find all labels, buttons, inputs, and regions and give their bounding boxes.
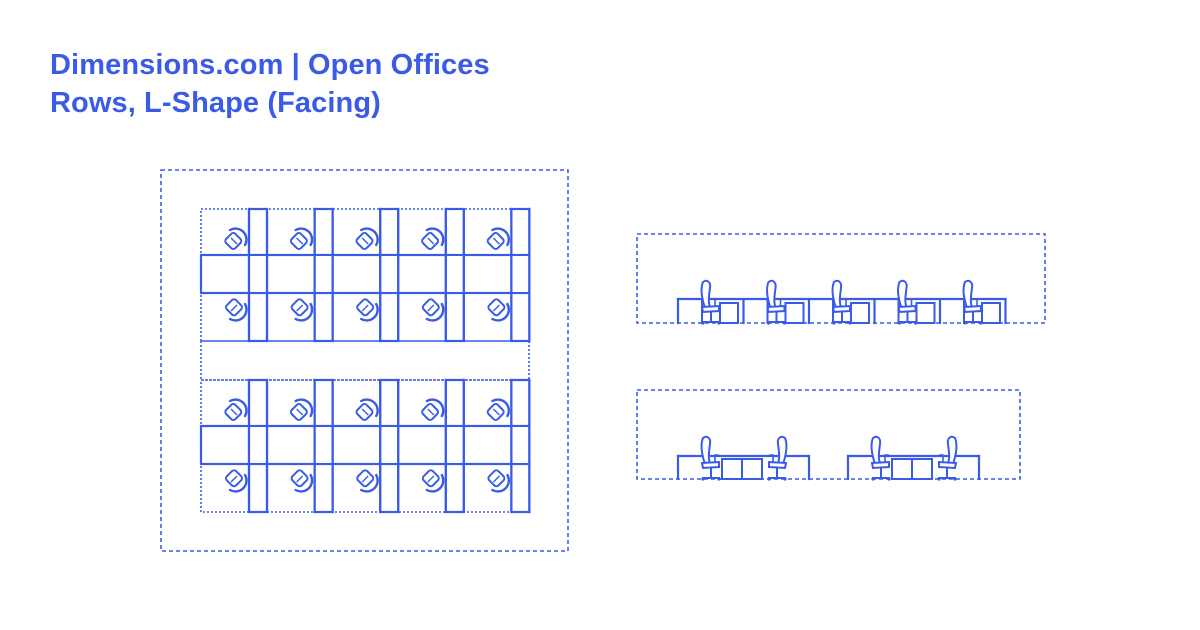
chair-top-icon <box>420 467 445 493</box>
elevation-long-row <box>636 233 1046 326</box>
chair-top-icon <box>354 467 379 493</box>
chair-side-icon <box>936 435 958 482</box>
panel-joint <box>381 427 398 463</box>
chair-top-icon <box>289 296 314 322</box>
chair-top-icon <box>223 467 248 493</box>
chair-top-icon <box>222 227 248 252</box>
elevation-short-boundary <box>636 389 1021 480</box>
panel-joint <box>446 427 463 463</box>
pedestal <box>915 302 936 324</box>
chair-top-icon <box>289 467 314 493</box>
workstation-group <box>199 378 531 514</box>
chair-side-icon <box>765 279 788 326</box>
panel-joint <box>512 256 529 292</box>
chair-side-icon <box>962 279 984 326</box>
chair-top-icon <box>485 398 511 423</box>
chair-top-icon <box>222 398 248 423</box>
workstation-group <box>199 207 531 343</box>
pedestal <box>721 458 743 480</box>
chair-top-icon <box>354 296 379 322</box>
pedestal <box>784 302 805 324</box>
chair-top-icon <box>354 227 379 252</box>
chair-top-icon <box>420 296 445 322</box>
chair-top-icon <box>223 296 248 322</box>
chair-side-icon <box>700 279 722 326</box>
elevation-short-row <box>636 389 1021 482</box>
chair-side-icon <box>870 435 892 482</box>
chair-side-icon <box>766 435 788 482</box>
panel-joint <box>315 427 332 463</box>
chair-top-icon <box>288 227 314 252</box>
chair-top-icon <box>419 398 445 423</box>
plan-outer-boundary <box>160 169 569 552</box>
pedestal <box>911 458 933 480</box>
chair-top-icon <box>486 296 511 322</box>
pedestal <box>981 302 1001 324</box>
pedestal <box>741 458 763 480</box>
desk-cluster <box>846 435 981 482</box>
page-title: Dimensions.com | Open Offices Rows, L-Sh… <box>50 46 490 122</box>
chair-side-icon <box>831 279 853 326</box>
pedestal <box>850 302 870 324</box>
title-line-2: Rows, L-Shape (Facing) <box>50 87 381 119</box>
chair-side-icon <box>700 435 722 482</box>
panel-joint <box>250 427 266 463</box>
desk-cluster <box>676 435 811 482</box>
plan-view <box>160 169 569 552</box>
panel-joint <box>446 256 463 292</box>
pedestal <box>891 458 913 480</box>
title-line-1: Dimensions.com | Open Offices <box>50 49 490 81</box>
pedestal <box>719 302 739 324</box>
chair-top-icon <box>288 398 314 423</box>
chair-top-icon <box>485 227 511 252</box>
panel-joint <box>381 256 398 292</box>
chair-top-icon <box>419 227 445 252</box>
aisle-boundary <box>200 340 530 381</box>
chair-side-icon <box>896 279 919 326</box>
panel-joint <box>315 256 332 292</box>
panel-joint <box>250 256 266 292</box>
chair-top-icon <box>354 398 379 423</box>
chair-top-icon <box>486 467 511 493</box>
panel-joint <box>512 427 529 463</box>
